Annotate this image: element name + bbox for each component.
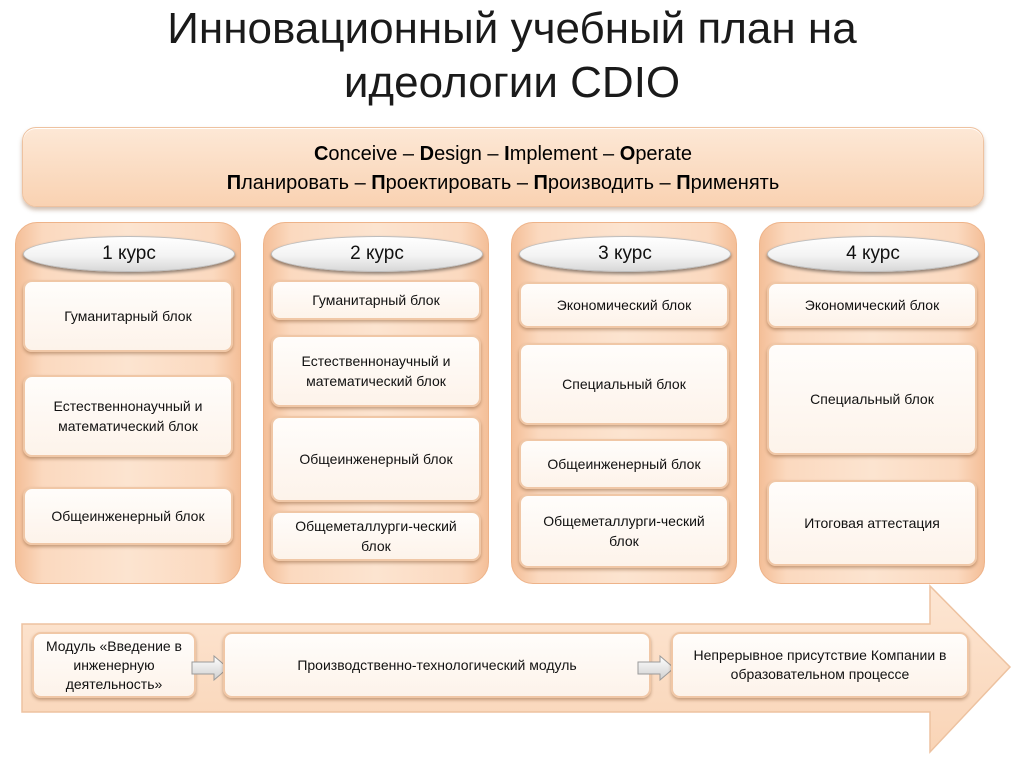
- course-2-block-humanities: Гуманитарный блок: [271, 280, 481, 320]
- cdio-initial: П: [371, 172, 386, 194]
- course-3-block-special: Специальный блок: [519, 343, 729, 425]
- cdio-english-line: Conceive – Design – Implement – Operate: [23, 140, 983, 169]
- course-4-block-attestation: Итоговая аттестация: [767, 480, 977, 566]
- course-label-2: 2 курс: [271, 236, 483, 272]
- cdio-word: perate: [635, 143, 693, 165]
- cdio-word: ланировать: [241, 172, 350, 194]
- cdio-word: рименять: [690, 172, 780, 194]
- page-title: Инновационный учебный план на идеологии …: [0, 2, 1024, 110]
- course-2-block-science-math: Естественнонаучный и математический блок: [271, 335, 481, 407]
- cdio-word: роектировать: [385, 172, 512, 194]
- title-line-1: Инновационный учебный план на: [167, 4, 857, 53]
- right-arrow-icon: [191, 655, 229, 681]
- cdio-word: esign: [434, 143, 482, 165]
- cdio-word: mplement: [509, 143, 598, 165]
- course-1-block-engineering: Общеинженерный блок: [23, 487, 233, 545]
- course-3-block-metallurgy: Общеметаллурги-ческий блок: [519, 494, 729, 568]
- cdio-initial: П: [533, 172, 548, 194]
- course-label-1: 1 курс: [23, 236, 235, 272]
- cdio-word: onceive: [328, 143, 398, 165]
- course-1-block-science-math: Естественнонаучный и математический блок: [23, 375, 233, 457]
- cdio-banner: Conceive – Design – Implement – Operate …: [22, 127, 984, 207]
- course-2-block-metallurgy: Общеметаллурги-ческий блок: [271, 511, 481, 561]
- course-1-block-humanities: Гуманитарный блок: [23, 280, 233, 352]
- course-label-4: 4 курс: [767, 236, 979, 272]
- module-intro-engineering: Модуль «Введение в инженерную деятельнос…: [32, 632, 196, 698]
- cdio-initial: C: [313, 143, 329, 165]
- title-line-2: идеологии CDIO: [343, 58, 681, 107]
- separator: –: [397, 143, 420, 165]
- cdio-initial: O: [619, 143, 636, 165]
- cdio-initial: D: [419, 143, 435, 165]
- course-4-block-special: Специальный блок: [767, 343, 977, 455]
- course-2-block-engineering: Общеинженерный блок: [271, 416, 481, 502]
- separator: –: [349, 172, 372, 194]
- cdio-initial: I: [504, 143, 510, 165]
- module-company-presence: Непрерывное присутствие Компании в образ…: [671, 632, 969, 698]
- cdio-word: роизводить: [547, 172, 654, 194]
- separator: –: [511, 172, 534, 194]
- separator: –: [481, 143, 505, 165]
- module-production-technology: Производственно-технологический модуль: [223, 632, 651, 698]
- cdio-initial: П: [676, 172, 691, 194]
- course-3-block-economics: Экономический блок: [519, 282, 729, 328]
- cdio-russian-line: Планировать – Проектировать – Производит…: [23, 169, 983, 198]
- cdio-initial: П: [226, 172, 242, 194]
- course-4-block-economics: Экономический блок: [767, 282, 977, 328]
- separator: –: [653, 172, 677, 194]
- right-arrow-icon: [637, 655, 675, 681]
- course-label-3: 3 курс: [519, 236, 731, 272]
- separator: –: [597, 143, 620, 165]
- course-3-block-engineering: Общеинженерный блок: [519, 439, 729, 489]
